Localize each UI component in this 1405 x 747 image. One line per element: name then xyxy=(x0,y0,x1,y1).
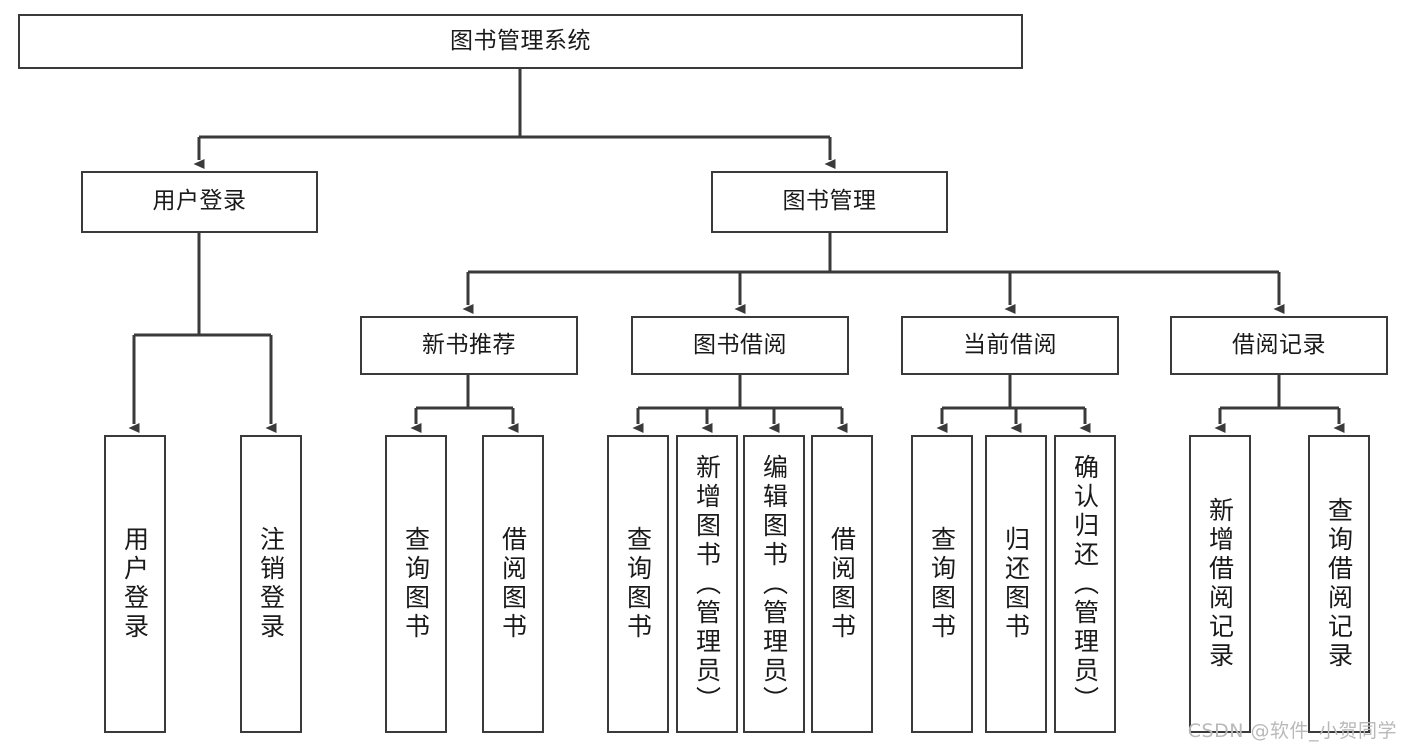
leaf-newbook-query-books[interactable]: 查询图书 xyxy=(385,435,447,733)
leaf-borrow-borrow-books[interactable]: 借阅图书 xyxy=(811,435,873,733)
leaf-borrow-borrow-books-label: 借阅图书 xyxy=(827,526,857,642)
leaf-current-query-books-label: 查询图书 xyxy=(927,526,957,642)
leaf-borrow-query-books[interactable]: 查询图书 xyxy=(607,435,669,733)
node-borrow-record[interactable]: 借阅记录 xyxy=(1170,316,1388,375)
leaf-user-login[interactable]: 用户登录 xyxy=(104,435,166,733)
leaf-logout-label: 注销登录 xyxy=(256,526,286,642)
leaf-borrow-add-book-admin[interactable]: 新增图书（管理员） xyxy=(676,435,738,733)
leaf-logout[interactable]: 注销登录 xyxy=(240,435,302,733)
leaf-record-add-record[interactable]: 新增借阅记录 xyxy=(1189,435,1251,733)
node-book-management-label: 图书管理 xyxy=(782,188,877,215)
node-book-management[interactable]: 图书管理 xyxy=(711,171,948,233)
node-current-borrow-label: 当前借阅 xyxy=(963,331,1057,358)
node-user-login-label: 用户登录 xyxy=(152,188,247,215)
node-user-login[interactable]: 用户登录 xyxy=(81,171,318,233)
node-new-book-recommend[interactable]: 新书推荐 xyxy=(360,316,578,375)
leaf-current-confirm-return-admin-label: 确认归还（管理员） xyxy=(1070,453,1100,715)
leaf-current-confirm-return-admin[interactable]: 确认归还（管理员） xyxy=(1054,435,1116,733)
leaf-user-login-label: 用户登录 xyxy=(120,526,150,642)
node-borrow-record-label: 借阅记录 xyxy=(1232,331,1326,358)
leaf-borrow-edit-book-admin[interactable]: 编辑图书（管理员） xyxy=(743,435,805,733)
leaf-newbook-borrow-books[interactable]: 借阅图书 xyxy=(482,435,544,733)
leaf-newbook-borrow-books-label: 借阅图书 xyxy=(498,526,528,642)
node-current-borrow[interactable]: 当前借阅 xyxy=(901,316,1119,375)
node-root-label: 图书管理系统 xyxy=(450,27,591,54)
node-book-borrow-label: 图书借阅 xyxy=(693,331,787,358)
leaf-current-return-books-label: 归还图书 xyxy=(1001,526,1031,642)
leaf-current-query-books[interactable]: 查询图书 xyxy=(911,435,973,733)
leaf-borrow-edit-book-admin-label: 编辑图书（管理员） xyxy=(759,453,789,715)
leaf-borrow-add-book-admin-label: 新增图书（管理员） xyxy=(692,453,722,715)
leaf-borrow-query-books-label: 查询图书 xyxy=(623,526,653,642)
leaf-current-return-books[interactable]: 归还图书 xyxy=(985,435,1047,733)
leaf-newbook-query-books-label: 查询图书 xyxy=(401,526,431,642)
node-book-borrow[interactable]: 图书借阅 xyxy=(631,316,849,375)
leaf-record-query-record-label: 查询借阅记录 xyxy=(1324,497,1354,671)
leaf-record-query-record[interactable]: 查询借阅记录 xyxy=(1308,435,1370,733)
leaf-record-add-record-label: 新增借阅记录 xyxy=(1205,497,1235,671)
node-new-book-recommend-label: 新书推荐 xyxy=(422,331,516,358)
node-root[interactable]: 图书管理系统 xyxy=(18,14,1023,69)
